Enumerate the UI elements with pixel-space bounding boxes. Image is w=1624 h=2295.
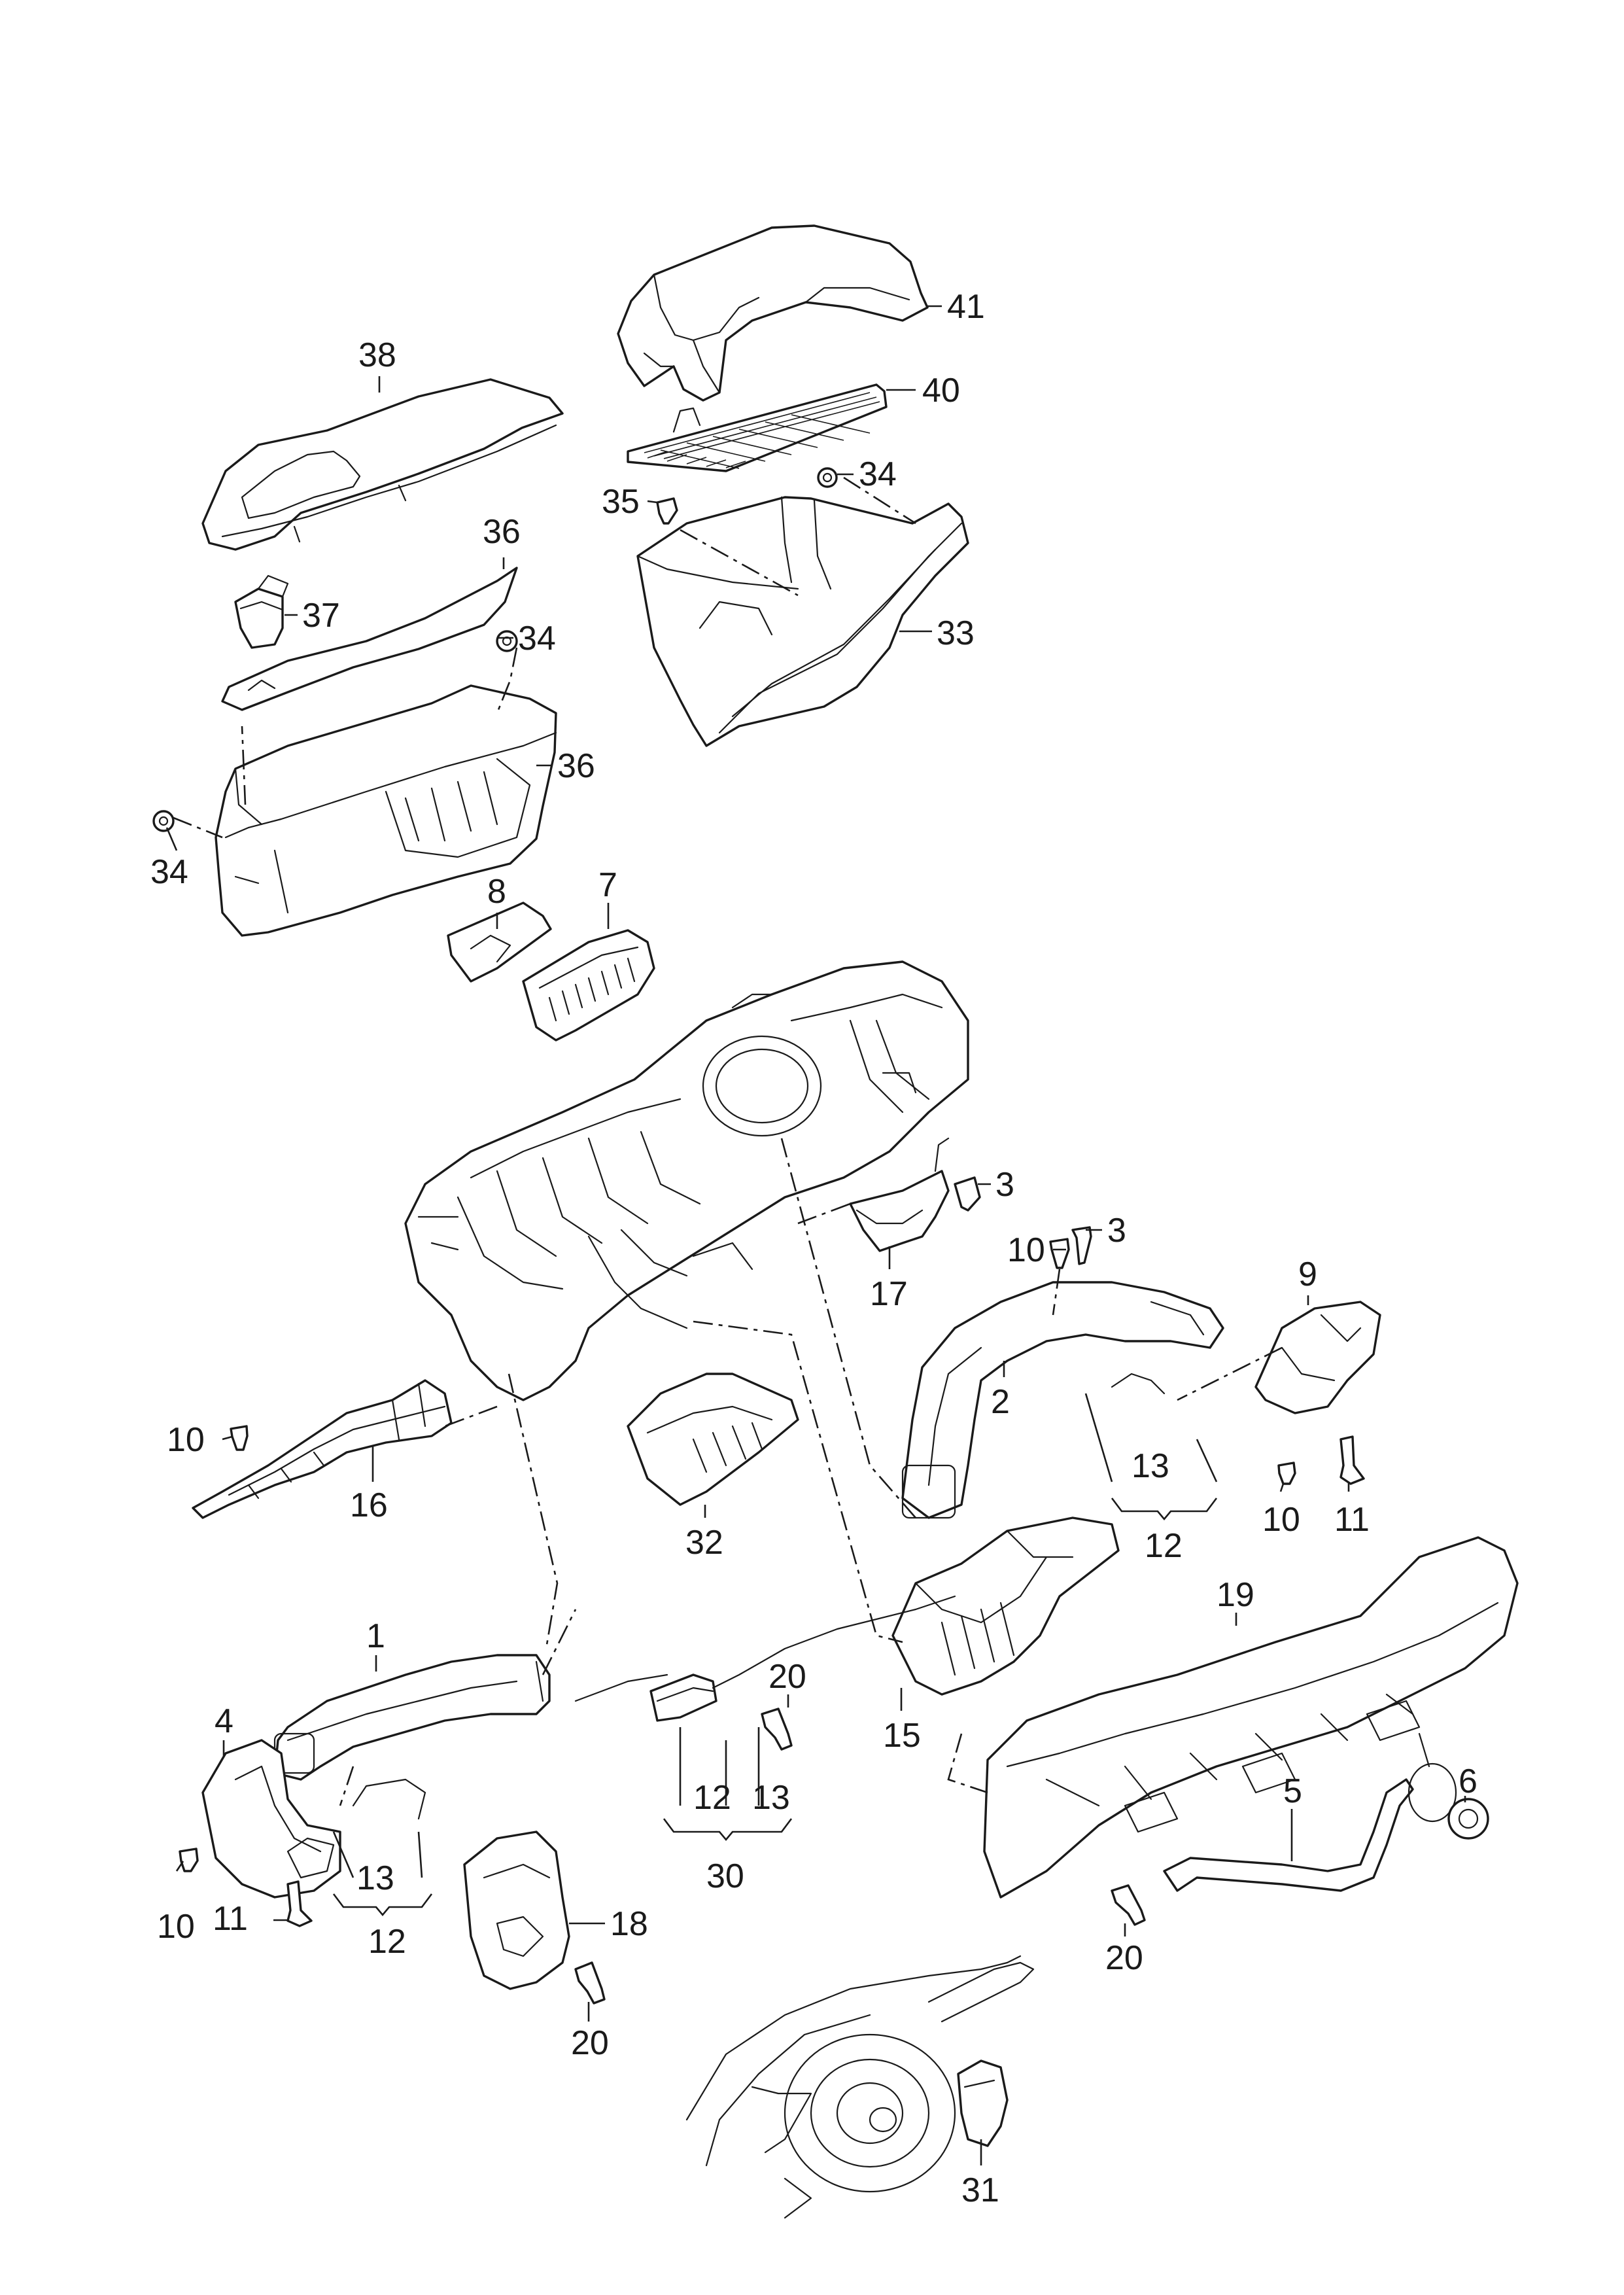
part-40-filter bbox=[627, 383, 888, 472]
callout-18: 18 bbox=[610, 1905, 648, 1943]
nut-34a bbox=[817, 467, 838, 488]
callout-9: 9 bbox=[1298, 1255, 1317, 1293]
part-33-bin bbox=[636, 496, 969, 747]
callout-10-lowerleft: 10 bbox=[157, 1908, 195, 1946]
callout-4: 4 bbox=[215, 1702, 233, 1740]
callout-13-left: 13 bbox=[356, 1859, 394, 1897]
part-4-elbow bbox=[201, 1739, 341, 1899]
callout-5: 5 bbox=[1283, 1772, 1302, 1810]
part-19-dashboard bbox=[983, 1536, 1519, 1899]
callout-32: 32 bbox=[685, 1524, 723, 1562]
part-37-strip bbox=[221, 567, 518, 711]
callout-8: 8 bbox=[487, 873, 506, 911]
part-16-duct bbox=[192, 1379, 453, 1519]
callout-6: 6 bbox=[1459, 1762, 1477, 1800]
callout-35: 35 bbox=[602, 483, 640, 521]
screw-35 bbox=[656, 497, 678, 525]
pin-11a bbox=[1339, 1435, 1365, 1485]
nut-34c bbox=[152, 810, 175, 832]
nut-34b bbox=[496, 630, 518, 652]
assembly-lines bbox=[173, 476, 1283, 1806]
part-9-vent bbox=[1254, 1301, 1381, 1414]
bolt-20b bbox=[1111, 1884, 1146, 1926]
screw-10c bbox=[1277, 1462, 1296, 1485]
callout-2: 2 bbox=[991, 1383, 1010, 1421]
part-8-vent bbox=[447, 902, 552, 983]
callout-20-center: 20 bbox=[769, 1658, 806, 1696]
callout-38: 37 bbox=[302, 597, 340, 635]
part-1-duct bbox=[273, 1654, 551, 1781]
part-6-ring bbox=[1447, 1798, 1489, 1840]
callout-11-right: 11 bbox=[1334, 1501, 1370, 1539]
callout-20-lower: 20 bbox=[571, 2024, 609, 2062]
part-32-outlet bbox=[627, 1373, 799, 1506]
callout-10-upper: 10 bbox=[1007, 1231, 1045, 1269]
screw-10b bbox=[230, 1425, 249, 1451]
part-38-actuator bbox=[234, 574, 289, 649]
callout-41: 41 bbox=[947, 288, 985, 326]
callout-36: 36 bbox=[557, 747, 595, 785]
callout-7: 7 bbox=[598, 866, 617, 904]
part-5-hose bbox=[1163, 1732, 1457, 1892]
callout-40: 40 bbox=[922, 372, 960, 410]
callout-16: 16 bbox=[350, 1486, 388, 1524]
part-30-control-unit bbox=[649, 1673, 717, 1722]
wires bbox=[352, 1373, 1166, 1820]
callout-39: 38 bbox=[358, 336, 396, 374]
callout-12-center: 12 bbox=[693, 1779, 731, 1817]
part-41-upper-trim bbox=[617, 224, 929, 402]
bolt-20a bbox=[761, 1708, 793, 1751]
callout-17: 17 bbox=[870, 1275, 908, 1313]
callout-11-left: 11 bbox=[213, 1900, 248, 1938]
hvac-unit bbox=[404, 960, 969, 1401]
callout-37: 36 bbox=[483, 513, 521, 551]
callout-12-left: 12 bbox=[368, 1923, 406, 1961]
callout-30: 30 bbox=[706, 1857, 744, 1895]
callout-3-lower: 3 bbox=[1107, 1212, 1126, 1250]
screw-3a bbox=[954, 1176, 981, 1212]
part-15-vent bbox=[891, 1516, 1120, 1696]
part-39-lid bbox=[201, 378, 564, 551]
fasteners bbox=[152, 467, 1365, 2005]
callout-19: 19 bbox=[1217, 1576, 1254, 1614]
callout-34-mid: 34 bbox=[518, 620, 556, 657]
screw-10d bbox=[179, 1848, 199, 1872]
callout-34-left: 34 bbox=[150, 853, 188, 891]
callout-13-center: 13 bbox=[752, 1779, 790, 1817]
callout-15: 15 bbox=[883, 1717, 921, 1755]
callout-1: 1 bbox=[366, 1617, 385, 1655]
callout-10-right: 10 bbox=[1262, 1501, 1300, 1539]
callout-12-right: 12 bbox=[1145, 1527, 1183, 1565]
part-7-vent-grille bbox=[522, 929, 655, 1042]
bolt-20c bbox=[574, 1961, 606, 2005]
screw-3b bbox=[1071, 1226, 1092, 1265]
part-31-steering bbox=[685, 1955, 1035, 2219]
callout-3-upper: 3 bbox=[995, 1166, 1014, 1204]
callouts: 41 40 38 36 37 34 34 35 36 33 34 8 7 3 3… bbox=[150, 288, 1477, 2209]
part-17-duct bbox=[849, 1137, 950, 1252]
part-18-module bbox=[463, 1831, 570, 1990]
part-36-housing bbox=[215, 684, 557, 937]
screw-10a bbox=[1049, 1238, 1070, 1269]
leader-lines bbox=[165, 305, 1466, 2165]
callout-10-left: 10 bbox=[167, 1421, 205, 1459]
callout-31: 31 bbox=[961, 2171, 999, 2209]
part-2-duct bbox=[901, 1281, 1224, 1519]
pin-11b bbox=[286, 1880, 313, 1927]
callout-20-right: 20 bbox=[1105, 1939, 1143, 1977]
brackets bbox=[332, 1393, 1218, 1917]
callout-33: 33 bbox=[937, 614, 975, 652]
callout-13-right: 13 bbox=[1132, 1447, 1169, 1485]
callout-34-top: 34 bbox=[859, 455, 897, 493]
